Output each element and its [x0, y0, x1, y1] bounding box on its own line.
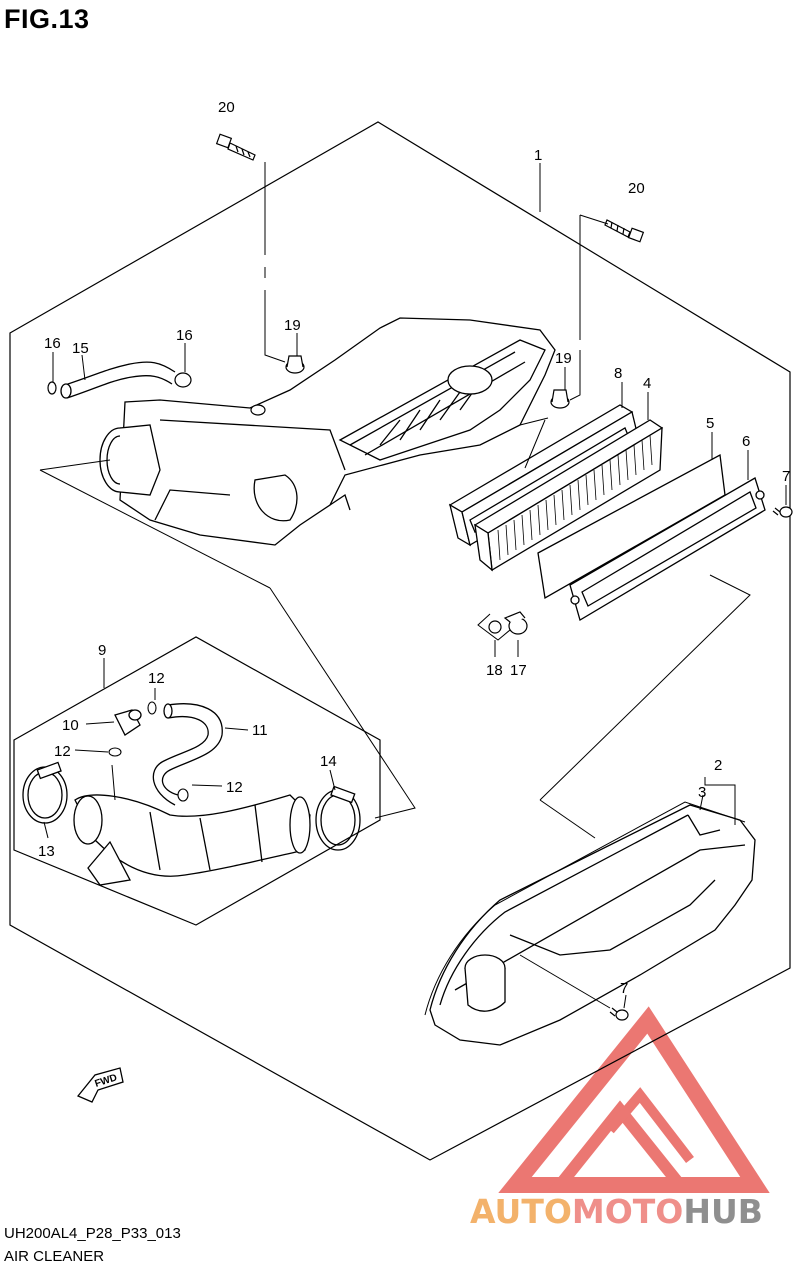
clamp-14 [315, 785, 361, 851]
screw-7-lower [609, 1007, 629, 1021]
callout-11: 11 [252, 722, 268, 739]
clips-12 [108, 701, 189, 802]
callout-7-lower: 7 [620, 980, 628, 997]
callout-17: 17 [510, 662, 527, 679]
callout-6: 6 [742, 433, 750, 450]
callout-8: 8 [614, 365, 622, 382]
callout-4: 4 [643, 375, 651, 392]
callout-3: 3 [698, 784, 706, 801]
seal-3 [424, 801, 746, 1016]
hose-15 [60, 361, 176, 399]
drain-plug-17 [503, 611, 528, 635]
small-grommet-top [250, 404, 266, 416]
diagram-code: UH200AL4_P28_P33_013 [4, 1225, 181, 1242]
clip-16-left [47, 381, 57, 395]
grommet-19-left [285, 355, 305, 374]
callout-20-left: 20 [218, 99, 235, 116]
watermark-logo [498, 1006, 770, 1193]
intake-duct [73, 794, 311, 886]
callout-13: 13 [38, 843, 55, 860]
callout-19-left: 19 [284, 317, 301, 334]
callout-2: 2 [714, 757, 722, 774]
watermark-part-hub: HUB [683, 1192, 763, 1231]
filter-element-4 [473, 419, 664, 572]
subassembly-boundary [13, 636, 381, 926]
callout-18: 18 [486, 662, 503, 679]
callout-7-upper: 7 [782, 468, 790, 485]
diagram-name: AIR CLEANER [4, 1248, 105, 1265]
elbow-10 [114, 709, 142, 736]
callout-12-mid: 12 [54, 743, 71, 760]
gasket-6 [569, 477, 766, 621]
breather-hose-11 [152, 703, 223, 806]
screw-7-upper [772, 506, 793, 518]
lower-case [429, 804, 756, 1046]
callout-12-low: 12 [226, 779, 243, 796]
clamp-13 [22, 761, 68, 824]
callout-5: 5 [706, 415, 714, 432]
callout-20-right: 20 [628, 180, 645, 197]
grommet-19-right [550, 389, 570, 409]
callout-10: 10 [62, 717, 79, 734]
watermark-wordmark: AUTOMOTOHUB [470, 1192, 763, 1231]
bolt-20-right [604, 219, 645, 243]
callout-14: 14 [320, 753, 337, 770]
watermark-part-moto: MOTO [571, 1192, 684, 1231]
watermark-part-auto: AUTO [470, 1192, 572, 1231]
assembly-boundary [9, 121, 791, 1161]
callout-9: 9 [98, 642, 106, 659]
bolt-20-left [215, 133, 256, 161]
figure-title: FIG.13 [4, 4, 90, 34]
clip-18 [488, 620, 502, 634]
leader-lines [39, 162, 787, 1009]
callout-numbers: 1 2 3 4 5 6 7 7 8 9 10 11 12 12 12 13 14… [38, 99, 790, 997]
callout-12-top: 12 [148, 670, 165, 687]
callout-16-right: 16 [176, 327, 193, 344]
callout-15: 15 [72, 340, 89, 357]
upper-case [119, 317, 556, 546]
callout-19-right: 19 [555, 350, 572, 367]
callout-1: 1 [534, 147, 542, 164]
callout-16-left: 16 [44, 335, 61, 352]
fwd-arrow-icon: FWD [76, 1067, 124, 1103]
clip-16-right [174, 372, 192, 388]
intake-bell [99, 424, 161, 496]
